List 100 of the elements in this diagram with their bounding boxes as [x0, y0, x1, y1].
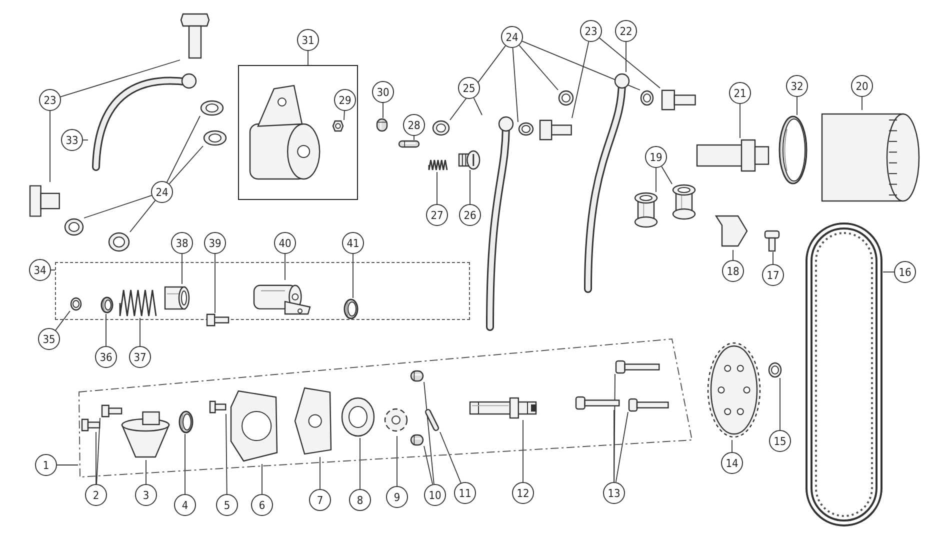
leader-line	[518, 44, 558, 90]
callout-number: 25	[458, 77, 480, 99]
o-ring-drawing	[178, 410, 194, 434]
callout-number: 33	[61, 129, 83, 151]
washer-drawing	[203, 130, 227, 146]
pin-drawing	[424, 408, 440, 432]
bolt-drawing	[575, 396, 619, 410]
leader-line	[130, 200, 156, 232]
leader-line	[84, 195, 152, 218]
callout-number: 16	[894, 261, 916, 283]
callout-number: 39	[204, 232, 226, 254]
callout-number: 41	[342, 232, 364, 254]
o-ring-drawing	[778, 115, 808, 185]
callout-number: 32	[786, 75, 808, 97]
leader-line	[615, 412, 628, 483]
callout-number: 6	[251, 494, 273, 516]
callout-number: 24	[501, 26, 523, 48]
leader-line	[473, 97, 482, 116]
pin-drawing	[376, 118, 388, 132]
callout-number: 8	[349, 489, 371, 511]
leader-line	[436, 172, 438, 204]
callout-number: 31	[297, 29, 319, 51]
callout-number: 14	[721, 452, 743, 474]
sprocket-drawing	[705, 340, 763, 440]
leader-line	[352, 254, 354, 298]
washer-drawing	[558, 90, 574, 106]
pump-body-drawing	[228, 388, 280, 464]
leader-line	[96, 418, 100, 484]
group-outline	[78, 338, 693, 478]
callout-number: 35	[38, 328, 60, 350]
leader-line	[522, 420, 524, 482]
callout-number: 21	[729, 82, 751, 104]
pin-drawing	[410, 370, 424, 382]
bolt-drawing	[205, 313, 229, 327]
callout-number: 37	[129, 346, 151, 368]
callout-number: 5	[216, 494, 238, 516]
washer-drawing	[768, 362, 782, 378]
leader-line	[732, 250, 734, 260]
bolt-drawing	[80, 418, 100, 432]
callout-number: 12	[512, 482, 534, 504]
callout-number: 22	[615, 20, 637, 42]
leader-line	[284, 254, 286, 280]
callout-number: 36	[95, 346, 117, 368]
callout-number: 26	[459, 204, 481, 226]
leader-line	[661, 166, 672, 184]
rotor-drawing	[340, 396, 376, 438]
bushing-drawing	[634, 192, 658, 228]
leader-line	[214, 254, 216, 314]
inset-frame	[238, 65, 358, 200]
leader-line	[56, 464, 78, 466]
callout-number: 28	[403, 114, 425, 136]
leader-line	[382, 102, 384, 118]
bolt-drawing	[100, 404, 122, 418]
spring-drawing	[118, 288, 158, 318]
callout-number: 1	[35, 454, 57, 476]
callout-number: 2	[85, 484, 107, 506]
leader-line	[522, 40, 640, 90]
bolt-drawing	[538, 118, 572, 142]
callout-number: 29	[334, 89, 356, 111]
washer-drawing	[200, 100, 224, 116]
callout-number: 11	[454, 482, 476, 504]
leader-line	[424, 446, 434, 485]
callout-number: 17	[762, 264, 784, 286]
leader-line	[55, 310, 70, 331]
washer-drawing	[640, 90, 654, 106]
callout-number: 24	[151, 181, 173, 203]
pin-drawing	[398, 140, 420, 148]
bolt-drawing	[208, 400, 226, 414]
pin-drawing	[410, 434, 424, 446]
o-ring-drawing	[100, 296, 114, 314]
washer-drawing	[518, 122, 534, 136]
callout-number: 40	[274, 232, 296, 254]
callout-number: 30	[372, 81, 394, 103]
callout-number: 15	[769, 430, 791, 452]
callout-number: 34	[29, 259, 51, 281]
callout-number: 23	[39, 89, 61, 111]
callout-number: 27	[426, 204, 448, 226]
washer-drawing	[64, 218, 84, 236]
bolt-drawing	[28, 182, 60, 220]
callout-number: 7	[309, 489, 331, 511]
callout-number: 23	[580, 20, 602, 42]
leader-line	[572, 41, 590, 118]
callout-number: 20	[851, 75, 873, 97]
plug-drawing	[458, 150, 480, 170]
callout-number: 4	[174, 494, 196, 516]
belt-drawing	[805, 222, 883, 527]
callout-number: 18	[722, 260, 744, 282]
sleeve-drawing	[163, 284, 191, 312]
leader-line	[424, 382, 434, 484]
leader-line	[512, 48, 518, 122]
leader-line	[184, 434, 186, 494]
strainer-drawing	[118, 410, 173, 460]
washer-drawing	[108, 232, 130, 252]
callout-number: 19	[645, 146, 667, 168]
callout-number: 10	[424, 484, 446, 506]
bolt-drawing	[615, 360, 659, 374]
nut-drawing	[332, 120, 344, 132]
spring-drawing	[427, 158, 449, 172]
bolt-drawing	[180, 12, 210, 60]
callout-number: 3	[135, 484, 157, 506]
